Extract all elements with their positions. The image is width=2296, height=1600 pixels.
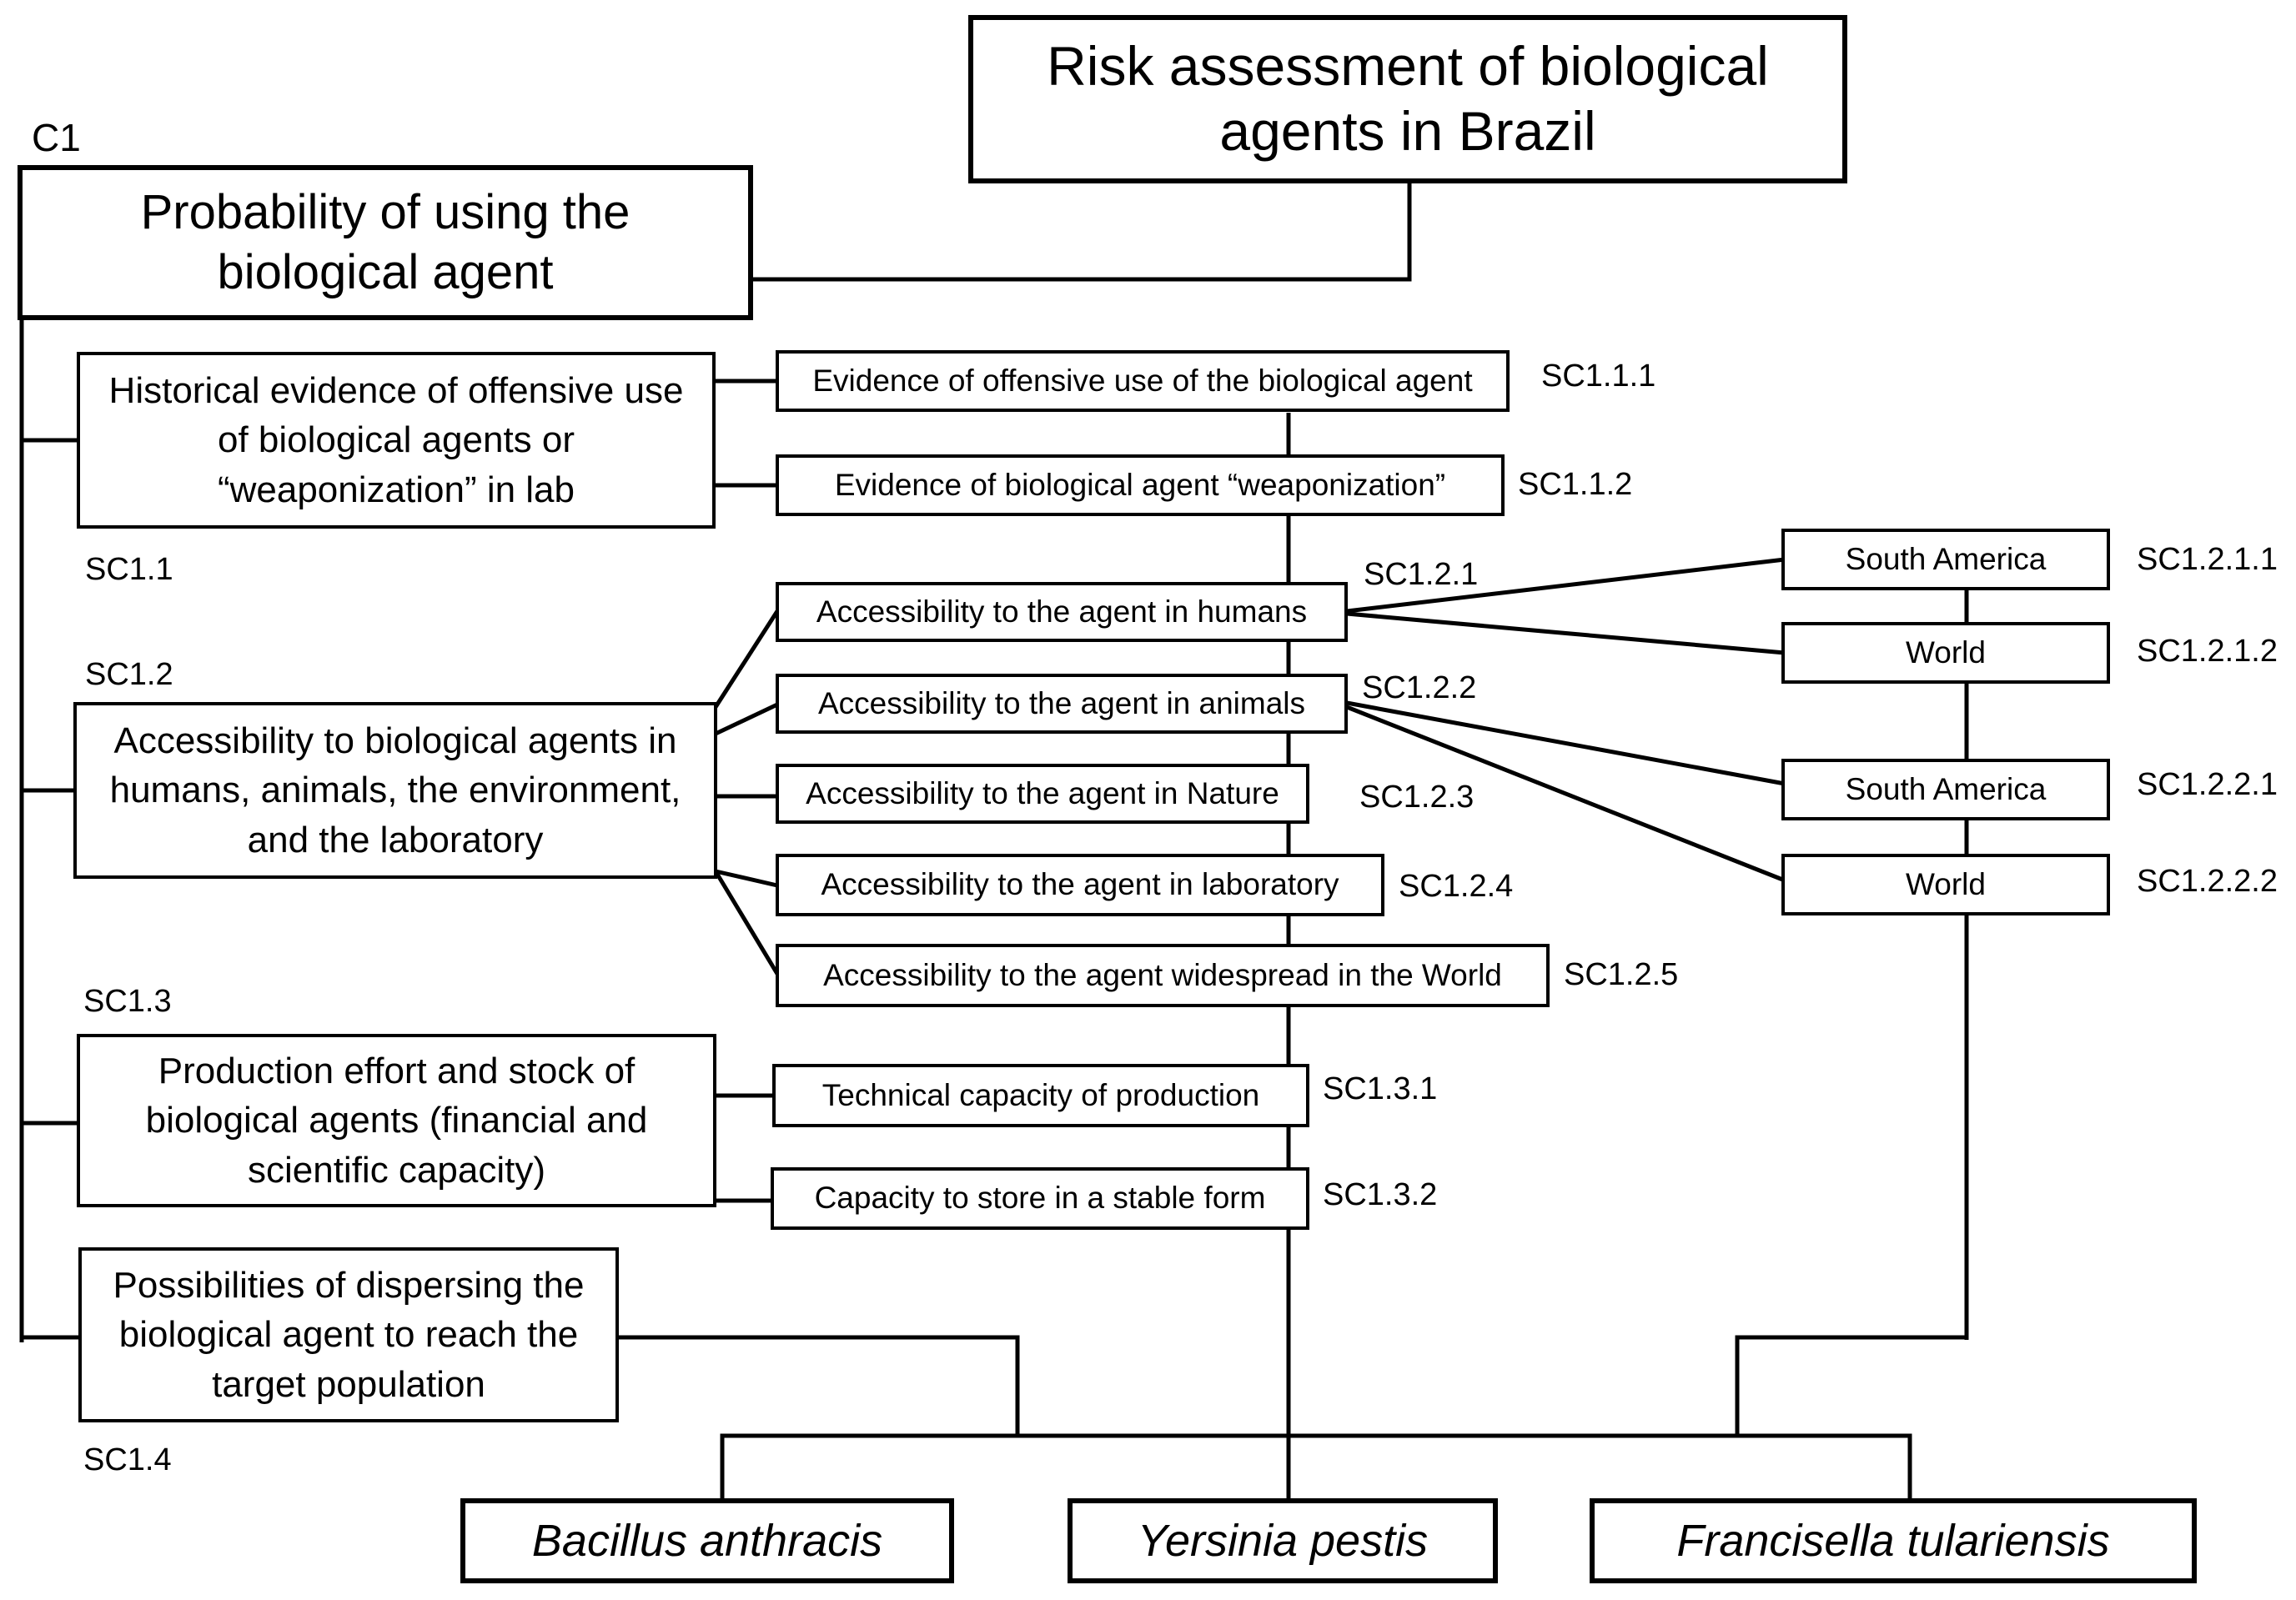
region-box-sc1221: South America	[1781, 759, 2110, 820]
connector-sc122-world	[1346, 705, 1786, 883]
subsubcriterion-code-sc121: SC1.2.1	[1364, 557, 1479, 592]
region-label-sc1221: South America	[1845, 771, 2047, 806]
subsubcriterion-box-sc132: Capacity to store in a stable form	[771, 1167, 1309, 1230]
criterion-label: Probability of using the biological agen…	[140, 184, 631, 300]
region-label-sc1222: World	[1906, 866, 1986, 901]
region-label-sc1212: World	[1906, 634, 1986, 670]
alternative-box-yersinia: Yersinia pestis	[1068, 1498, 1498, 1583]
subcriterion-label-sc12: Accessibility to biological agents in hu…	[109, 720, 681, 860]
region-code-sc1221: SC1.2.2.1	[2137, 767, 2278, 802]
alternative-label-yersinia: Yersinia pestis	[1137, 1515, 1429, 1566]
subsubcriterion-label-sc123: Accessibility to the agent in Nature	[806, 775, 1279, 810]
subcriterion-box-sc12: Accessibility to biological agents in hu…	[73, 702, 717, 879]
subsubcriterion-box-sc111: Evidence of offensive use of the biologi…	[776, 350, 1510, 412]
connector-title-criterion	[751, 183, 1412, 282]
subsubcriterion-box-sc121: Accessibility to the agent in humans	[776, 582, 1348, 642]
connector-right-to-bottom	[1735, 1335, 1967, 1436]
connector-bottom-bus	[720, 1433, 1912, 1501]
connector-sc12-sc124	[715, 869, 778, 888]
connector-sc12-sc121	[713, 609, 780, 709]
subsubcriterion-box-sc125: Accessibility to the agent widespread in…	[776, 944, 1550, 1007]
connector-sc121-world	[1346, 611, 1786, 655]
subcriterion-label-sc11: Historical evidence of offensive use of …	[108, 369, 684, 510]
subsubcriterion-code-sc125: SC1.2.5	[1564, 957, 1679, 992]
subsubcriterion-label-sc122: Accessibility to the agent in animals	[817, 685, 1306, 720]
alternative-label-bacillus: Bacillus anthracis	[531, 1515, 883, 1566]
region-code-sc1211: SC1.2.1.1	[2137, 542, 2278, 577]
subsubcriterion-label-sc131: Technical capacity of production	[821, 1077, 1260, 1112]
subsubcriterion-code-sc111: SC1.1.1	[1541, 359, 1656, 394]
subcriterion-label-sc14: Possibilities of dispersing the biologic…	[113, 1264, 585, 1405]
subsubcriterion-code-sc132: SC1.3.2	[1323, 1177, 1438, 1212]
connector-sc14-to-bottom	[617, 1335, 1020, 1436]
subcriterion-code-sc11: SC1.1	[85, 552, 173, 587]
subsubcriterion-label-sc112: Evidence of biological agent “weaponizat…	[834, 467, 1446, 502]
alternative-box-bacillus: Bacillus anthracis	[460, 1498, 954, 1583]
alternative-box-francisella: Francisella tulariensis	[1590, 1498, 2197, 1583]
subsubcriterion-code-sc112: SC1.1.2	[1518, 467, 1633, 502]
subcriterion-box-sc11: Historical evidence of offensive use of …	[77, 352, 716, 529]
subcriterion-label-sc13: Production effort and stock of biologica…	[145, 1050, 648, 1191]
subsubcriterion-label-sc132: Capacity to store in a stable form	[814, 1181, 1266, 1216]
region-box-sc1211: South America	[1781, 529, 2110, 590]
subcriterion-code-sc12: SC1.2	[85, 657, 173, 692]
subsubcriterion-code-sc123: SC1.2.3	[1359, 780, 1475, 815]
subsubcriterion-label-sc124: Accessibility to the agent in laboratory	[821, 867, 1339, 902]
region-code-sc1212: SC1.2.1.2	[2137, 634, 2278, 669]
goal-box: Risk assessment of biological agents in …	[968, 15, 1847, 183]
subsubcriterion-label-sc111: Evidence of offensive use of the biologi…	[812, 363, 1473, 398]
subsubcriterion-code-sc124: SC1.2.4	[1399, 869, 1514, 904]
criterion-code: C1	[32, 116, 81, 159]
subcriterion-code-sc13: SC1.3	[83, 984, 172, 1019]
subsubcriterion-code-sc131: SC1.3.1	[1323, 1071, 1438, 1106]
region-label-sc1211: South America	[1845, 541, 2047, 576]
subsubcriterion-box-sc124: Accessibility to the agent in laboratory	[776, 854, 1384, 916]
subsubcriterion-box-sc122: Accessibility to the agent in animals	[776, 674, 1348, 734]
region-code-sc1222: SC1.2.2.2	[2137, 864, 2278, 899]
connector-sc122-sa	[1346, 700, 1786, 786]
subcriterion-box-sc13: Production effort and stock of biologica…	[77, 1034, 716, 1207]
subsubcriterion-label-sc125: Accessibility to the agent widespread in…	[823, 957, 1502, 992]
subsubcriterion-label-sc121: Accessibility to the agent in humans	[816, 594, 1308, 629]
subcriterion-box-sc14: Possibilities of dispersing the biologic…	[78, 1247, 619, 1422]
alternative-label-francisella: Francisella tulariensis	[1676, 1515, 2110, 1566]
subsubcriterion-code-sc122: SC1.2.2	[1362, 670, 1477, 705]
connector-sc12-sc125	[713, 870, 780, 976]
subsubcriterion-box-sc123: Accessibility to the agent in Nature	[776, 764, 1309, 824]
connector-sc121-sa	[1346, 557, 1786, 614]
subsubcriterion-box-sc131: Technical capacity of production	[772, 1064, 1309, 1127]
subcriterion-code-sc14: SC1.4	[83, 1442, 172, 1477]
region-box-sc1212: World	[1781, 622, 2110, 684]
region-box-sc1222: World	[1781, 854, 2110, 915]
criterion-box: Probability of using the biological agen…	[18, 165, 753, 320]
subsubcriterion-box-sc112: Evidence of biological agent “weaponizat…	[776, 454, 1505, 516]
goal-title: Risk assessment of biological agents in …	[1047, 35, 1769, 162]
connector-sc12-sc122	[714, 702, 779, 736]
